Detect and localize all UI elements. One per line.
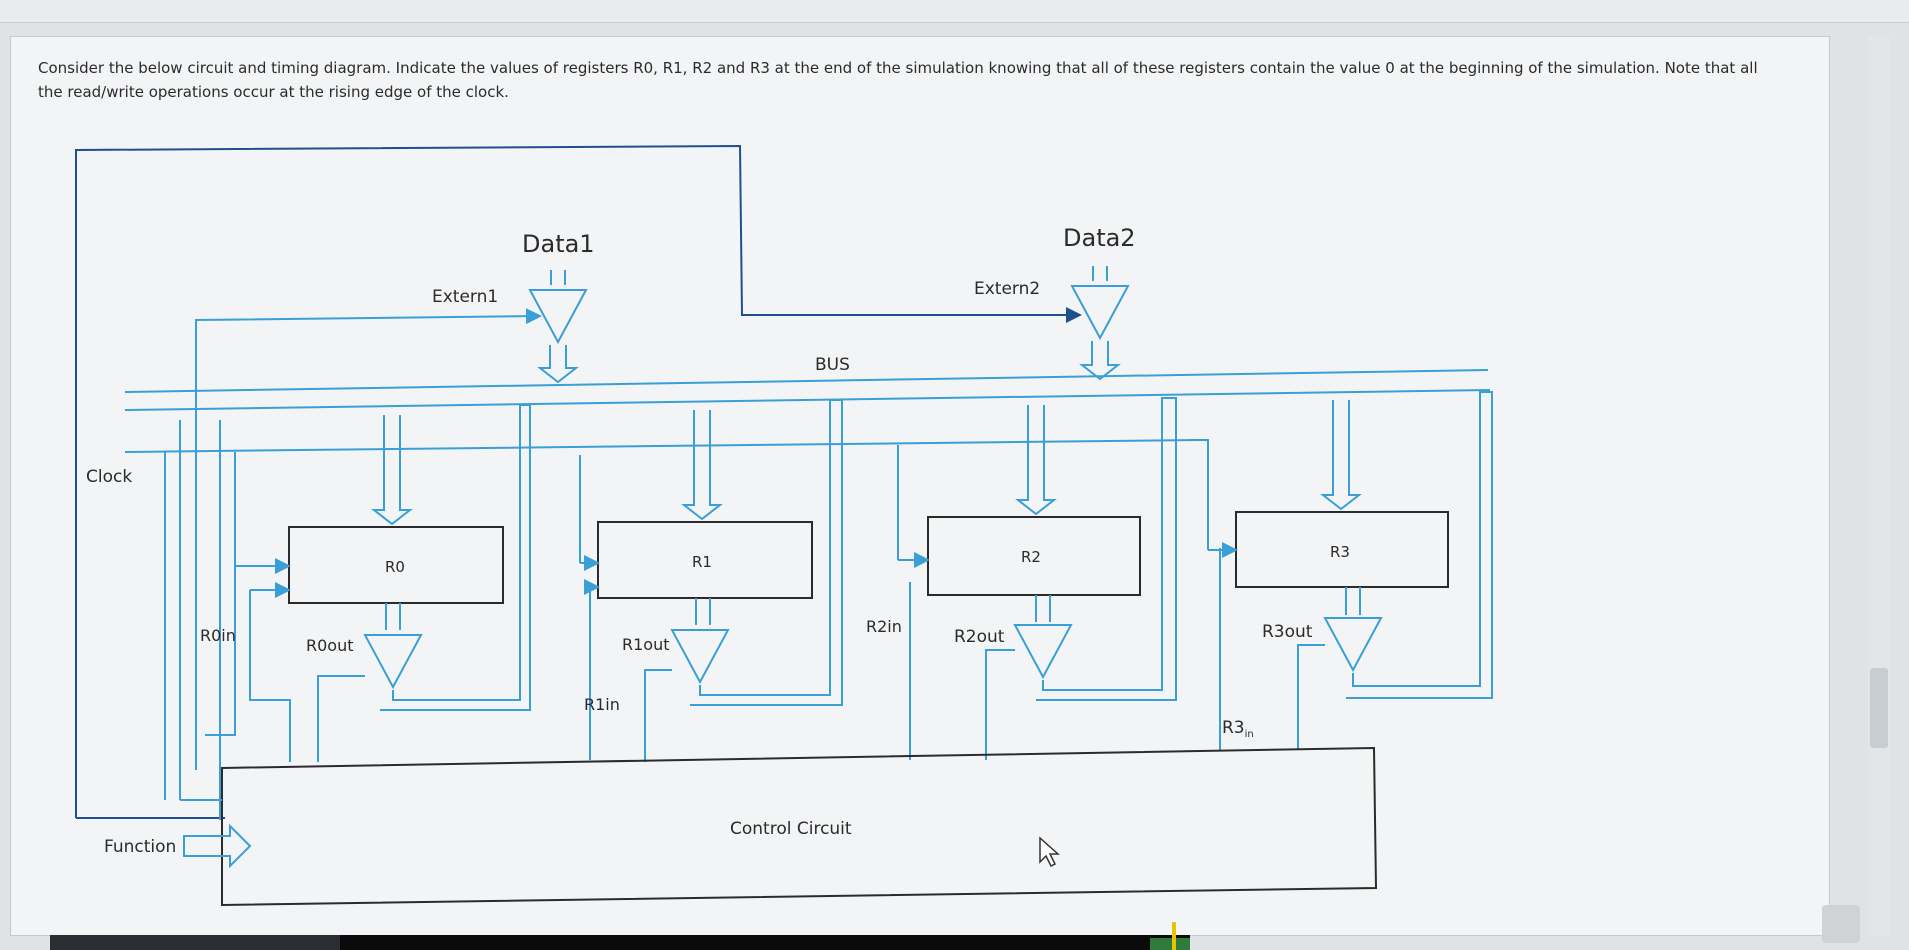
taskbar-indicator <box>1150 938 1190 950</box>
register-r3-group <box>1190 391 1493 750</box>
feedback-wire <box>75 144 1082 819</box>
r0out-label: R0out <box>306 636 354 655</box>
extern2-label: Extern2 <box>974 279 1040 299</box>
question-sheet <box>10 36 1830 936</box>
register-r1-group <box>579 399 843 762</box>
function-label: Function <box>104 837 176 857</box>
register-r2-group <box>897 397 1177 760</box>
r1in-label: R1in <box>584 695 620 714</box>
r3out-label: R3out <box>1262 622 1313 642</box>
register-r3-label: R3 <box>1330 543 1350 561</box>
scrollbar-thumb[interactable] <box>1870 668 1888 748</box>
data2-label: Data2 <box>1063 224 1136 252</box>
taskbar-accent <box>1172 922 1176 950</box>
window-top-bar <box>0 0 1909 23</box>
register-r1-label: R1 <box>692 553 712 571</box>
data1-label: Data1 <box>522 230 595 258</box>
taskbar-dark-section <box>340 935 1190 950</box>
data1-buffer <box>528 270 588 384</box>
register-r2-label: R2 <box>1021 548 1041 566</box>
mouse-cursor-icon <box>1039 836 1060 868</box>
question-text: Consider the below circuit and timing di… <box>38 59 1758 101</box>
data2-buffer <box>1070 266 1130 381</box>
register-r0-group <box>235 404 531 762</box>
control-wires-left <box>164 420 236 820</box>
bus-lines <box>124 369 1491 411</box>
register-r0-label: R0 <box>385 558 405 576</box>
r2in-label: R2in <box>866 617 902 636</box>
corner-button[interactable] <box>1822 905 1860 943</box>
r3in-label: R3in <box>1222 718 1254 740</box>
r0in-label: R0in <box>200 626 236 645</box>
clock-line <box>124 439 1201 453</box>
bus-label: BUS <box>815 355 850 375</box>
control-circuit <box>180 746 1378 907</box>
r2out-label: R2out <box>954 627 1005 647</box>
extern1-label: Extern1 <box>432 287 498 307</box>
r1out-label: R1out <box>622 635 670 654</box>
clock-label: Clock <box>86 467 132 487</box>
control-circuit-label: Control Circuit <box>730 819 852 839</box>
extern1-wire <box>195 308 542 770</box>
